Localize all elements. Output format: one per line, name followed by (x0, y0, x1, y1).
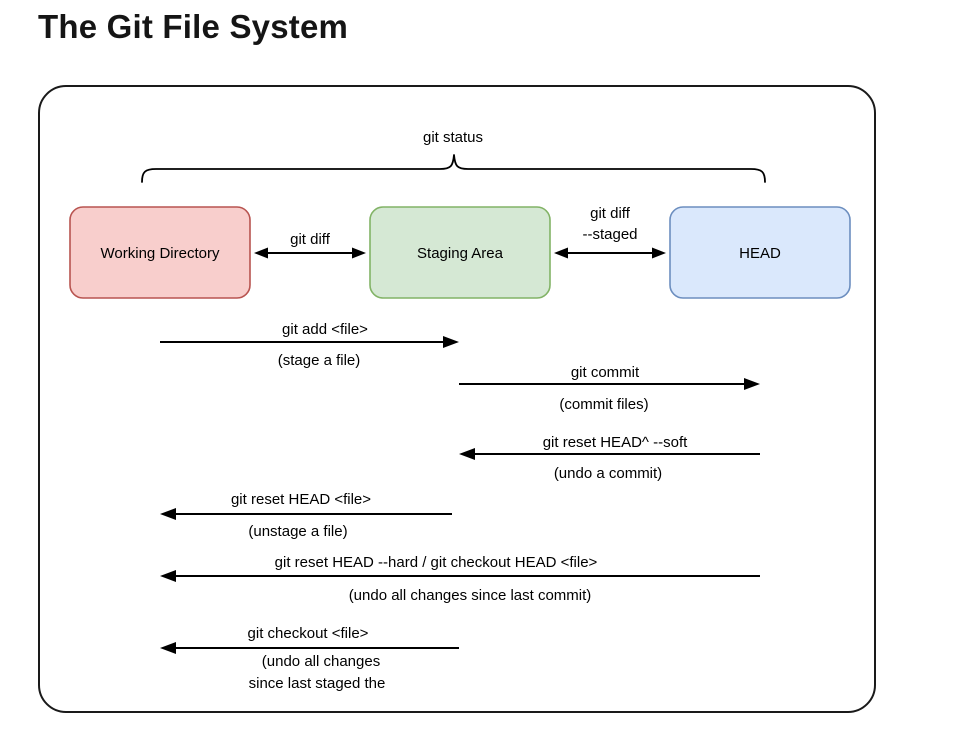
flow-description-label-line2: since last staged the (249, 675, 386, 692)
flow-git-reset-hard: git reset HEAD --hard / git checkout HEA… (160, 554, 760, 604)
left-arrowhead-icon (160, 508, 176, 520)
node-head-label: HEAD (739, 245, 781, 262)
git-diff-label: git diff (290, 231, 331, 248)
flow-description-label: (undo all changes since last commit) (349, 587, 592, 604)
git-diff-staged-label-line2: --staged (582, 226, 637, 243)
node-head: HEAD (669, 206, 851, 299)
left-arrowhead-icon (160, 642, 176, 654)
flow-description-label: (stage a file) (278, 352, 361, 369)
node-staging-area-box (369, 206, 551, 299)
flow-description-label-line1: (undo all changes (262, 653, 380, 670)
node-head-box (669, 206, 851, 299)
node-working-directory: Working Directory (69, 206, 251, 299)
flow-git-reset-unstage: git reset HEAD <file> (unstage a file) (160, 491, 452, 540)
flow-description-label: (commit files) (559, 396, 648, 413)
right-arrowhead-icon (744, 378, 760, 390)
git-diff-right-arrowhead-icon (352, 247, 366, 259)
flow-git-checkout-file: git checkout <file> (undo all changes si… (160, 625, 459, 692)
flow-command-label: git reset HEAD --hard / git checkout HEA… (275, 554, 598, 571)
git-diff-left-arrowhead-icon (254, 247, 268, 259)
git-diff-staged-left-arrowhead-icon (554, 247, 568, 259)
git-diff-staged-right-arrowhead-icon (652, 247, 666, 259)
diagram-frame: git status Working Directory Staging Are… (38, 85, 876, 713)
flow-command-label: git reset HEAD <file> (231, 491, 371, 508)
left-arrowhead-icon (459, 448, 475, 460)
git-diff-staged-arrow: git diff --staged (554, 205, 666, 259)
left-arrowhead-icon (160, 570, 176, 582)
right-arrowhead-icon (443, 336, 459, 348)
flow-command-label: git add <file> (282, 321, 368, 338)
page-title: The Git File System (38, 8, 349, 45)
flow-git-add: git add <file> (stage a file) (160, 321, 459, 369)
node-working-directory-label: Working Directory (101, 245, 220, 262)
diagram-canvas: git status Working Directory Staging Are… (69, 129, 851, 692)
node-staging-area-label: Staging Area (417, 245, 504, 262)
flow-git-reset-soft: git reset HEAD^ --soft (undo a commit) (459, 434, 760, 482)
node-working-directory-box (69, 206, 251, 299)
git-status-label: git status (423, 129, 483, 146)
git-diff-staged-label-line1: git diff (590, 205, 631, 222)
flow-description-label: (unstage a file) (248, 523, 347, 540)
flow-command-label: git commit (571, 364, 640, 381)
flow-description-label: (undo a commit) (554, 465, 662, 482)
flow-git-commit: git commit (commit files) (459, 364, 760, 413)
flow-command-label: git checkout <file> (248, 625, 369, 642)
flow-command-label: git reset HEAD^ --soft (543, 434, 688, 451)
git-diff-arrow: git diff (254, 231, 366, 259)
node-staging-area: Staging Area (369, 206, 551, 299)
git-status-brace (141, 154, 766, 183)
